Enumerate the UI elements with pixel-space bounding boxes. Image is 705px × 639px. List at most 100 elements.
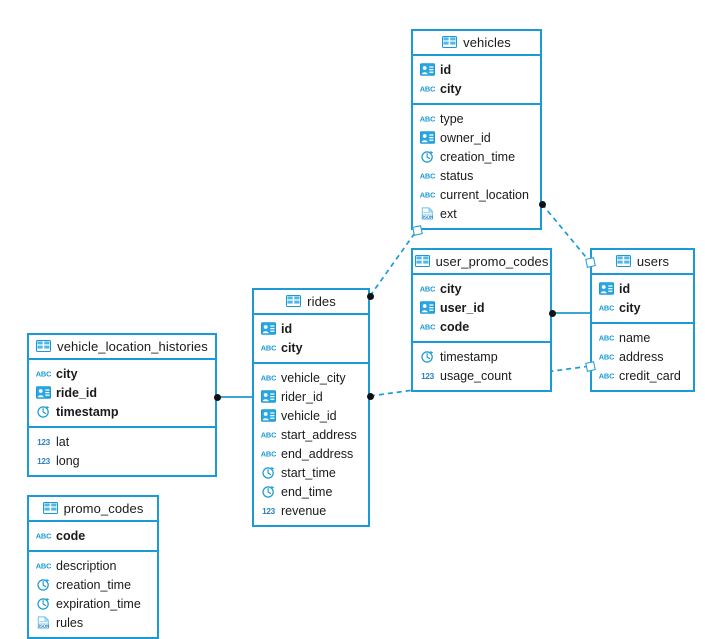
clock-icon bbox=[36, 597, 51, 611]
id-card-icon bbox=[420, 300, 435, 315]
entity-header-rides[interactable]: rides bbox=[254, 290, 368, 315]
edge-dot-marker-rides-to-vehicles-source bbox=[366, 292, 374, 300]
svg-text:ABC: ABC bbox=[420, 171, 435, 180]
edge-square-marker-vehicles-to-users-target bbox=[584, 256, 596, 268]
clock-icon bbox=[261, 466, 276, 480]
column-row-expiration_time[interactable]: expiration_time bbox=[29, 594, 157, 613]
column-row-owner_id[interactable]: owner_id bbox=[413, 128, 540, 147]
svg-text:ABC: ABC bbox=[36, 561, 51, 570]
column-label: start_address bbox=[281, 427, 357, 442]
entity-header-vehicle_location_histories[interactable]: vehicle_location_histories bbox=[29, 335, 215, 360]
column-row-rider_id[interactable]: rider_id bbox=[254, 387, 368, 406]
column-row-end_time[interactable]: end_time bbox=[254, 482, 368, 501]
column-row-user_id[interactable]: user_id bbox=[413, 298, 550, 317]
column-row-id[interactable]: id bbox=[413, 60, 540, 79]
svg-text:ABC: ABC bbox=[599, 303, 614, 312]
column-label: address bbox=[619, 349, 664, 364]
123-icon: 123 bbox=[420, 369, 435, 383]
123-icon: 123 bbox=[36, 435, 51, 449]
column-row-timestamp[interactable]: timestamp bbox=[29, 402, 215, 421]
entity-header-user_promo_codes[interactable]: user_promo_codes bbox=[413, 250, 550, 275]
column-label: code bbox=[56, 528, 86, 543]
entity-header-vehicles[interactable]: vehicles bbox=[413, 31, 540, 56]
123-icon: 123 bbox=[261, 504, 276, 518]
edge-dot-marker-user-promo-codes-to-users-source bbox=[548, 309, 556, 317]
column-row-usage_count[interactable]: 123 usage_count bbox=[413, 366, 550, 385]
column-label: vehicle_city bbox=[281, 370, 346, 385]
entity-title: users bbox=[636, 254, 670, 269]
edge-rides-to-vehicles[interactable] bbox=[369, 229, 418, 297]
entity-header-users[interactable]: users bbox=[592, 250, 693, 275]
entity-header-promo_codes[interactable]: promo_codes bbox=[29, 497, 157, 522]
abc-icon: ABC bbox=[599, 331, 614, 345]
id-card-icon bbox=[420, 130, 435, 145]
clock-icon bbox=[420, 150, 435, 164]
column-row-vehicle_id[interactable]: vehicle_id bbox=[254, 406, 368, 425]
svg-text:ABC: ABC bbox=[261, 373, 276, 382]
column-label: city bbox=[440, 81, 462, 96]
abc-icon: ABC bbox=[420, 169, 435, 183]
svg-text:123: 123 bbox=[37, 437, 51, 446]
abc-icon: ABC bbox=[420, 112, 435, 126]
column-row-name[interactable]: ABC name bbox=[592, 328, 693, 347]
column-row-start_time[interactable]: start_time bbox=[254, 463, 368, 482]
table-grid-icon bbox=[442, 35, 458, 50]
edge-square-marker-rides-to-users-target bbox=[584, 360, 596, 372]
json-icon: JSON bbox=[420, 206, 435, 221]
column-row-id[interactable]: id bbox=[592, 279, 693, 298]
column-row-id[interactable]: id bbox=[254, 319, 368, 338]
entity-title: rides bbox=[307, 294, 336, 309]
abc-icon: ABC bbox=[36, 367, 51, 381]
column-label: city bbox=[440, 281, 462, 296]
column-row-vehicle_city[interactable]: ABC vehicle_city bbox=[254, 368, 368, 387]
column-row-creation_time[interactable]: creation_time bbox=[413, 147, 540, 166]
clock-icon bbox=[36, 405, 51, 419]
column-label: long bbox=[56, 453, 80, 468]
edge-square-marker-rides-to-vehicles-target bbox=[411, 224, 423, 236]
column-row-timestamp[interactable]: timestamp bbox=[413, 347, 550, 366]
column-label: type bbox=[440, 111, 464, 126]
edge-dot-marker-vehicles-to-users-source bbox=[538, 200, 546, 208]
column-row-creation_time[interactable]: creation_time bbox=[29, 575, 157, 594]
column-label: usage_count bbox=[440, 368, 512, 383]
clock-icon bbox=[261, 485, 276, 499]
abc-icon: ABC bbox=[420, 188, 435, 202]
svg-text:ABC: ABC bbox=[36, 369, 51, 378]
column-row-ride_id[interactable]: ride_id bbox=[29, 383, 215, 402]
column-row-type[interactable]: ABC type bbox=[413, 109, 540, 128]
column-label: vehicle_id bbox=[281, 408, 337, 423]
abc-icon: ABC bbox=[36, 559, 51, 573]
column-label: name bbox=[619, 330, 651, 345]
entity-title: user_promo_codes bbox=[435, 254, 549, 269]
